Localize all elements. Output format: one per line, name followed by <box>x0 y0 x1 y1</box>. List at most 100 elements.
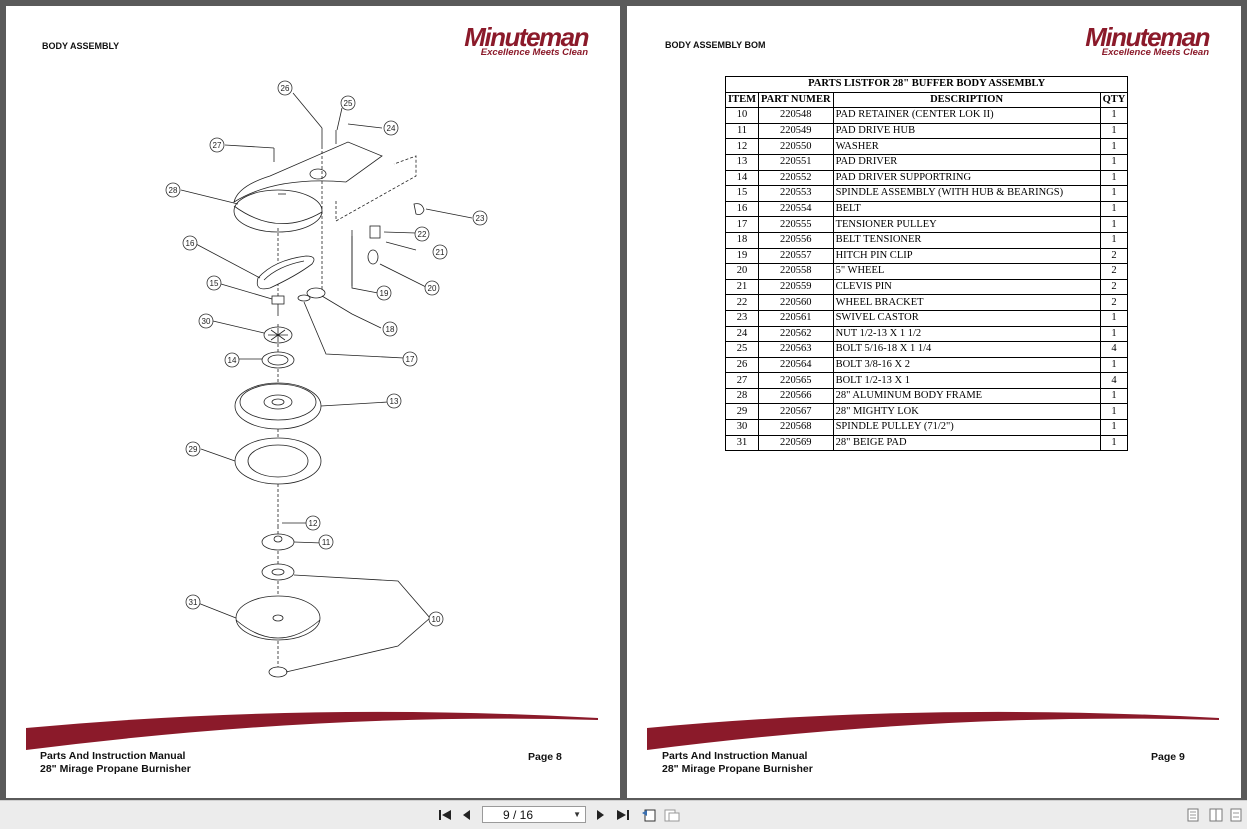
callout-23 <box>472 210 488 226</box>
cell-item: 23 <box>724 309 760 327</box>
cell-part-number: 220568 <box>758 419 834 436</box>
page-title: BODY ASSEMBLY <box>42 41 120 51</box>
next-page-button[interactable] <box>594 807 606 823</box>
cell-item: 21 <box>724 278 760 296</box>
next-page-icon <box>597 810 604 820</box>
cell-description: SPINDLE PULLEY (71/2") <box>832 419 1101 436</box>
minuteman-logo: Minuteman Excellence Meets Clean <box>426 22 589 58</box>
callout-13 <box>386 393 402 409</box>
logo-wordmark: Minuteman <box>464 22 589 52</box>
callout-label: 12 <box>309 519 318 528</box>
continuous-page-icon <box>1209 808 1223 822</box>
cell-qty: 1 <box>1099 356 1129 374</box>
callout-label: 30 <box>202 317 211 326</box>
footer-swoosh <box>647 711 1219 750</box>
viewer-toolbar: 9 / 16 ▼ <box>0 800 1247 829</box>
cell-item: 14 <box>724 169 760 187</box>
cell-qty: 2 <box>1099 278 1129 296</box>
callout-label: 28 <box>169 186 178 195</box>
callout-label: 13 <box>390 397 399 406</box>
two-page-view-button[interactable] <box>1229 807 1243 823</box>
callout-label: 18 <box>386 325 395 334</box>
footer-line-1: Parts And Instruction Manual <box>662 750 808 762</box>
footer-swoosh <box>26 711 598 750</box>
forward-view-button[interactable] <box>663 807 681 823</box>
callout-22 <box>414 226 430 242</box>
page-indicator: 9 / 16 <box>502 808 534 822</box>
cell-item: 15 <box>724 185 760 202</box>
cell-qty: 2 <box>1099 247 1129 265</box>
callout-29 <box>185 441 201 457</box>
cell-part-number: 220560 <box>758 294 834 311</box>
cell-description: WASHER <box>832 138 1101 155</box>
cell-qty: 1 <box>1099 216 1129 233</box>
single-page-view-button[interactable] <box>1186 807 1200 823</box>
cell-qty: 1 <box>1099 153 1129 171</box>
cell-item: 27 <box>724 372 760 389</box>
exploded-parts-diagram: 10 11 12 13 14 15 16 17 18 19 20 21 22 2… <box>165 80 488 678</box>
cell-item: 25 <box>724 341 760 358</box>
cell-part-number: 220555 <box>758 216 834 233</box>
single-page-icon <box>1187 808 1199 822</box>
first-page-button[interactable] <box>436 807 454 823</box>
cell-qty: 1 <box>1099 419 1129 436</box>
previous-page-button[interactable] <box>460 807 474 823</box>
cell-item: 18 <box>724 231 760 249</box>
cell-item: 11 <box>724 122 760 140</box>
callout-label: 26 <box>281 84 290 93</box>
page-selector[interactable]: 9 / 16 ▼ <box>482 806 586 823</box>
callout-11 <box>318 534 334 550</box>
previous-page-icon <box>463 810 470 820</box>
callout-25 <box>340 95 356 111</box>
callout-26 <box>277 80 293 96</box>
callout-label: 25 <box>344 99 353 108</box>
cell-item: 30 <box>724 419 760 436</box>
cell-part-number: 220556 <box>758 231 834 249</box>
cell-part-number: 220553 <box>758 185 834 202</box>
logo-wordmark: Minuteman <box>1085 22 1210 52</box>
cell-item: 26 <box>724 356 760 374</box>
cell-item: 19 <box>724 247 760 265</box>
continuous-view-button[interactable] <box>1208 807 1224 823</box>
footer-text: Parts And Instruction Manual 28" Mirage … <box>662 750 813 776</box>
cell-description: BOLT 1/2-13 X 1 <box>832 372 1101 389</box>
callout-27 <box>209 137 225 153</box>
cell-part-number: 220562 <box>758 325 834 343</box>
cell-qty: 1 <box>1099 185 1129 202</box>
cell-description: SPINDLE ASSEMBLY (WITH HUB & BEARINGS) <box>832 185 1101 202</box>
callout-label: 15 <box>210 279 219 288</box>
cell-description: HITCH PIN CLIP <box>832 247 1101 265</box>
cell-part-number: 220558 <box>758 263 834 280</box>
callout-24 <box>383 120 399 136</box>
cell-item: 10 <box>724 107 760 124</box>
last-page-button[interactable] <box>614 807 632 823</box>
back-view-button[interactable] <box>640 807 658 823</box>
cell-part-number: 220548 <box>758 107 834 124</box>
last-page-icon <box>617 810 629 820</box>
callout-31 <box>185 594 201 610</box>
cell-part-number: 220567 <box>758 403 834 421</box>
cell-item: 31 <box>724 434 760 452</box>
callout-10 <box>428 611 444 627</box>
bom-table-title: PARTS LISTFOR 28" BUFFER BODY ASSEMBLY <box>724 76 1129 93</box>
callout-28 <box>165 182 181 198</box>
callout-label: 21 <box>436 248 445 257</box>
cell-item: 13 <box>724 153 760 171</box>
callout-label: 24 <box>387 124 396 133</box>
cell-part-number: 220566 <box>758 387 834 405</box>
cell-description: BOLT 3/8-16 X 2 <box>832 356 1101 374</box>
cell-qty: 4 <box>1099 372 1129 389</box>
cell-qty: 1 <box>1099 231 1129 249</box>
callout-21 <box>432 244 448 260</box>
